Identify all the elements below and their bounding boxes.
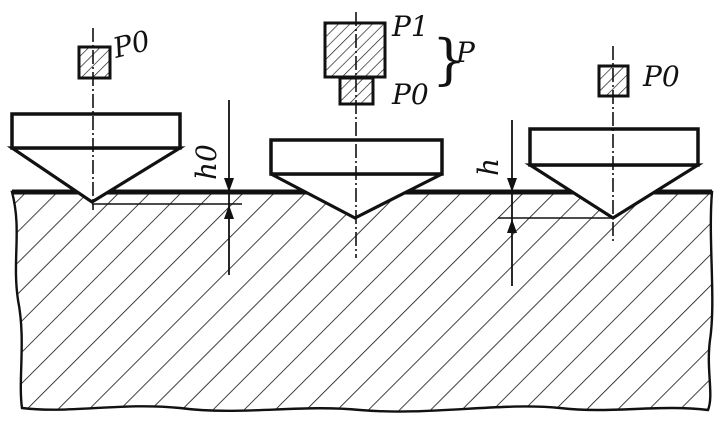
label-h0: h0 [190,144,223,180]
weight-p1 [323,21,387,79]
indenter-right-body [528,127,700,167]
indenter-left-body [10,112,182,150]
dimension-h0 [92,100,242,275]
h-arrow-up [507,219,517,233]
weight-p0-left [77,45,112,80]
label-p: P [455,36,476,69]
dimension-h [498,120,612,286]
h0-arrow-down [224,178,234,192]
h-arrow-down [507,178,517,192]
indenter-left [6,112,186,204]
label-p0-left: P0 [109,24,154,65]
label-p0-right: P0 [642,60,680,93]
h0-arrow-up [224,205,234,219]
label-h: h [472,158,505,176]
label-p0-middle: P0 [391,78,429,111]
specimen-block [10,190,714,413]
label-brace: } [432,28,466,91]
label-p1: P1 [391,10,429,43]
indenter-right [524,127,704,220]
